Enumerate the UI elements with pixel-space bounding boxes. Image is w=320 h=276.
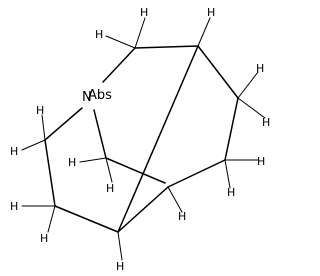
h-bond — [21, 139, 46, 151]
bond-c2-c3 — [197, 45, 239, 99]
h-bond — [197, 17, 211, 47]
bond-c1-c2 — [134, 45, 199, 49]
bond-c6-c7 — [54, 205, 119, 233]
hydrogen-bonds — [21, 17, 266, 261]
atom-hydrogen: H — [207, 6, 215, 19]
h-bond — [117, 231, 123, 261]
molecule-structure-diagram: N Abs H H H H H H H H H H H H H H H — [10, 6, 270, 273]
atom-hydrogen: H — [178, 210, 186, 223]
bond-c2-c6-bridge — [117, 45, 199, 233]
atom-hydrogen: H — [262, 116, 270, 129]
h-bond — [105, 157, 113, 183]
h-bond — [47, 205, 56, 233]
h-bond — [79, 157, 107, 163]
atom-hydrogen: H — [10, 200, 18, 213]
atom-hydrogen: H — [95, 28, 103, 41]
bond-c9-c10 — [105, 157, 166, 184]
bond-n-c9 — [93, 109, 107, 159]
atom-hydrogen: H — [257, 155, 265, 168]
atom-hydrogen: H — [256, 62, 264, 75]
h-bond — [167, 186, 183, 213]
h-bond — [224, 159, 231, 189]
bond-n-c1 — [102, 47, 136, 83]
atom-hydrogen: H — [116, 260, 124, 273]
atom-hydrogen: H — [227, 186, 235, 199]
bond-c7-c8 — [44, 139, 56, 207]
bond-c5-c6 — [117, 186, 169, 233]
atom-hydrogen: H — [40, 232, 48, 245]
atom-nitrogen: N — [82, 90, 92, 105]
h-bond — [134, 17, 146, 49]
skeletal-bonds — [44, 45, 239, 233]
atom-hydrogen: H — [106, 182, 114, 195]
h-bond — [237, 97, 266, 119]
h-bond — [237, 71, 259, 99]
atom-hydrogen: H — [68, 156, 76, 169]
stereo-abs-label: Abs — [88, 88, 112, 103]
atom-hydrogen: H — [36, 104, 44, 117]
bond-c3-c4 — [224, 97, 239, 161]
atom-hydrogen: H — [140, 6, 148, 19]
h-bond — [41, 114, 46, 141]
hydrogen-labels: H H H H H H H H H H H H H H H — [10, 6, 270, 273]
atom-hydrogen: H — [10, 145, 18, 158]
bond-c4-c5 — [167, 159, 226, 188]
bond-c8-n — [44, 107, 83, 141]
h-bond — [105, 35, 136, 49]
